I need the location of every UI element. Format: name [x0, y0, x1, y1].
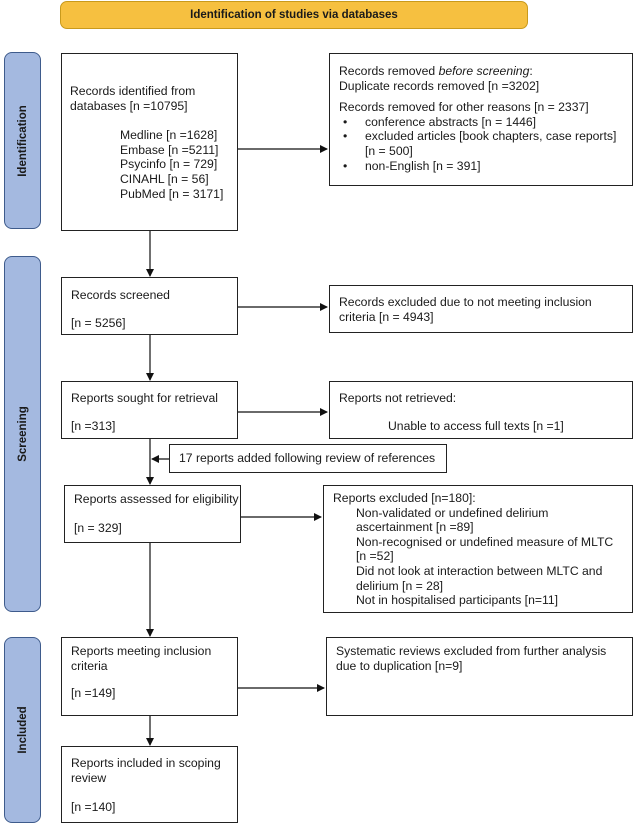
not-retrieved-detail: Unable to access full texts [n =1] [388, 418, 564, 433]
reason-line: Non-recognised or undefined measure of M… [356, 534, 614, 549]
not-retrieved-label: Reports not retrieved: [339, 391, 457, 405]
reports-assessed-box: Reports assessed for eligibility [n = 32… [64, 485, 241, 543]
reports-sought-count: [n =313] [71, 418, 116, 433]
source-pubmed: PubMed [n = 3171] [120, 186, 224, 201]
source-cinahl: CINAHL [n = 56] [120, 171, 209, 186]
records-excluded-box: Records excluded due to not meeting incl… [329, 285, 633, 333]
reports-excluded-box: Reports excluded [n=180]: Non-validated … [323, 485, 633, 613]
reports-included-box: Reports included in scoping review [n =1… [61, 746, 238, 823]
source-psycinfo: Psycinfo [n = 729] [120, 157, 218, 172]
records-excluded-line1: Records excluded due to not meeting incl… [339, 295, 592, 309]
reason-line: Non-validated or undefined delirium [356, 505, 549, 520]
database-source-list: Medline [n =1628] Embase [n =5211] Psyci… [70, 128, 237, 201]
reports-included-line2: review [71, 770, 107, 785]
reports-included-count: [n =140] [71, 800, 116, 815]
reports-sought-label: Reports sought for retrieval [71, 391, 218, 405]
records-screened-count: [n = 5256] [71, 315, 126, 330]
records-screened-box: Records screened [n = 5256] [61, 277, 238, 335]
removed-bullet-non-english: non-English [n = 391] [339, 159, 632, 174]
flow-header: Identification of studies via databases [60, 1, 528, 29]
added-reports-label: 17 reports added following review of ref… [179, 451, 436, 465]
removed-bullet-excluded: excluded articles [book chapters, case r… [339, 129, 632, 144]
records-identified-line2: databases [n =10795] [70, 98, 188, 113]
removed-line1: Records removed before screening: [339, 64, 533, 78]
reports-meeting-line2: criteria [71, 658, 108, 673]
phase-identification: Identification [4, 52, 41, 229]
source-embase: Embase [n =5211] [120, 142, 219, 157]
removed-bullet-excluded-cont: [n = 500] [365, 143, 413, 158]
records-removed-box: Records removed before screening: Duplic… [329, 53, 633, 186]
reports-meeting-count: [n =149] [71, 686, 116, 701]
records-identified-box: Records identified from databases [n =10… [61, 53, 238, 231]
records-identified-line1: Records identified from [70, 84, 196, 98]
reports-meeting-box: Reports meeting inclusion criteria [n =1… [61, 637, 238, 716]
reports-not-retrieved-box: Reports not retrieved: Unable to access … [329, 381, 633, 439]
reports-included-line1: Reports included in scoping [71, 756, 221, 770]
reason-line: Not in hospitalised participants [n=11] [356, 593, 559, 608]
records-screened-label: Records screened [71, 288, 170, 302]
reports-meeting-line1: Reports meeting inclusion [71, 644, 212, 658]
reports-assessed-label: Reports assessed for eligibility [74, 492, 239, 506]
source-medline: Medline [n =1628] [120, 128, 218, 143]
reason-line: [n =52] [356, 549, 394, 564]
phase-screening: Screening [4, 256, 41, 612]
removed-bullet-abstracts: conference abstracts [n = 1446] [339, 115, 632, 130]
reports-assessed-count: [n = 329] [74, 520, 122, 535]
phase-included: Included [4, 637, 41, 823]
records-excluded-line2: criteria [n = 4943] [339, 309, 434, 324]
removed-line2: Duplicate records removed [n =3202] [339, 78, 540, 93]
reason-line: delirium [n = 28] [356, 578, 444, 593]
reports-excluded-title: Reports excluded [n=180]: [333, 491, 476, 505]
reports-sought-box: Reports sought for retrieval [n =313] [61, 381, 238, 439]
sr-excluded-line1: Systematic reviews excluded from further… [336, 644, 607, 658]
reason-line: Did not look at interaction between MLTC… [356, 563, 603, 578]
removed-line3: Records removed for other reasons [n = 2… [339, 100, 589, 115]
sr-excluded-line2: due to duplication [n=9] [336, 658, 463, 673]
reason-line: ascertainment [n =89] [356, 520, 474, 535]
added-reports-box: 17 reports added following review of ref… [169, 444, 447, 473]
systematic-reviews-excluded-box: Systematic reviews excluded from further… [326, 637, 633, 716]
reports-excluded-reasons: Non-validated or undefined delirium asce… [333, 506, 632, 608]
